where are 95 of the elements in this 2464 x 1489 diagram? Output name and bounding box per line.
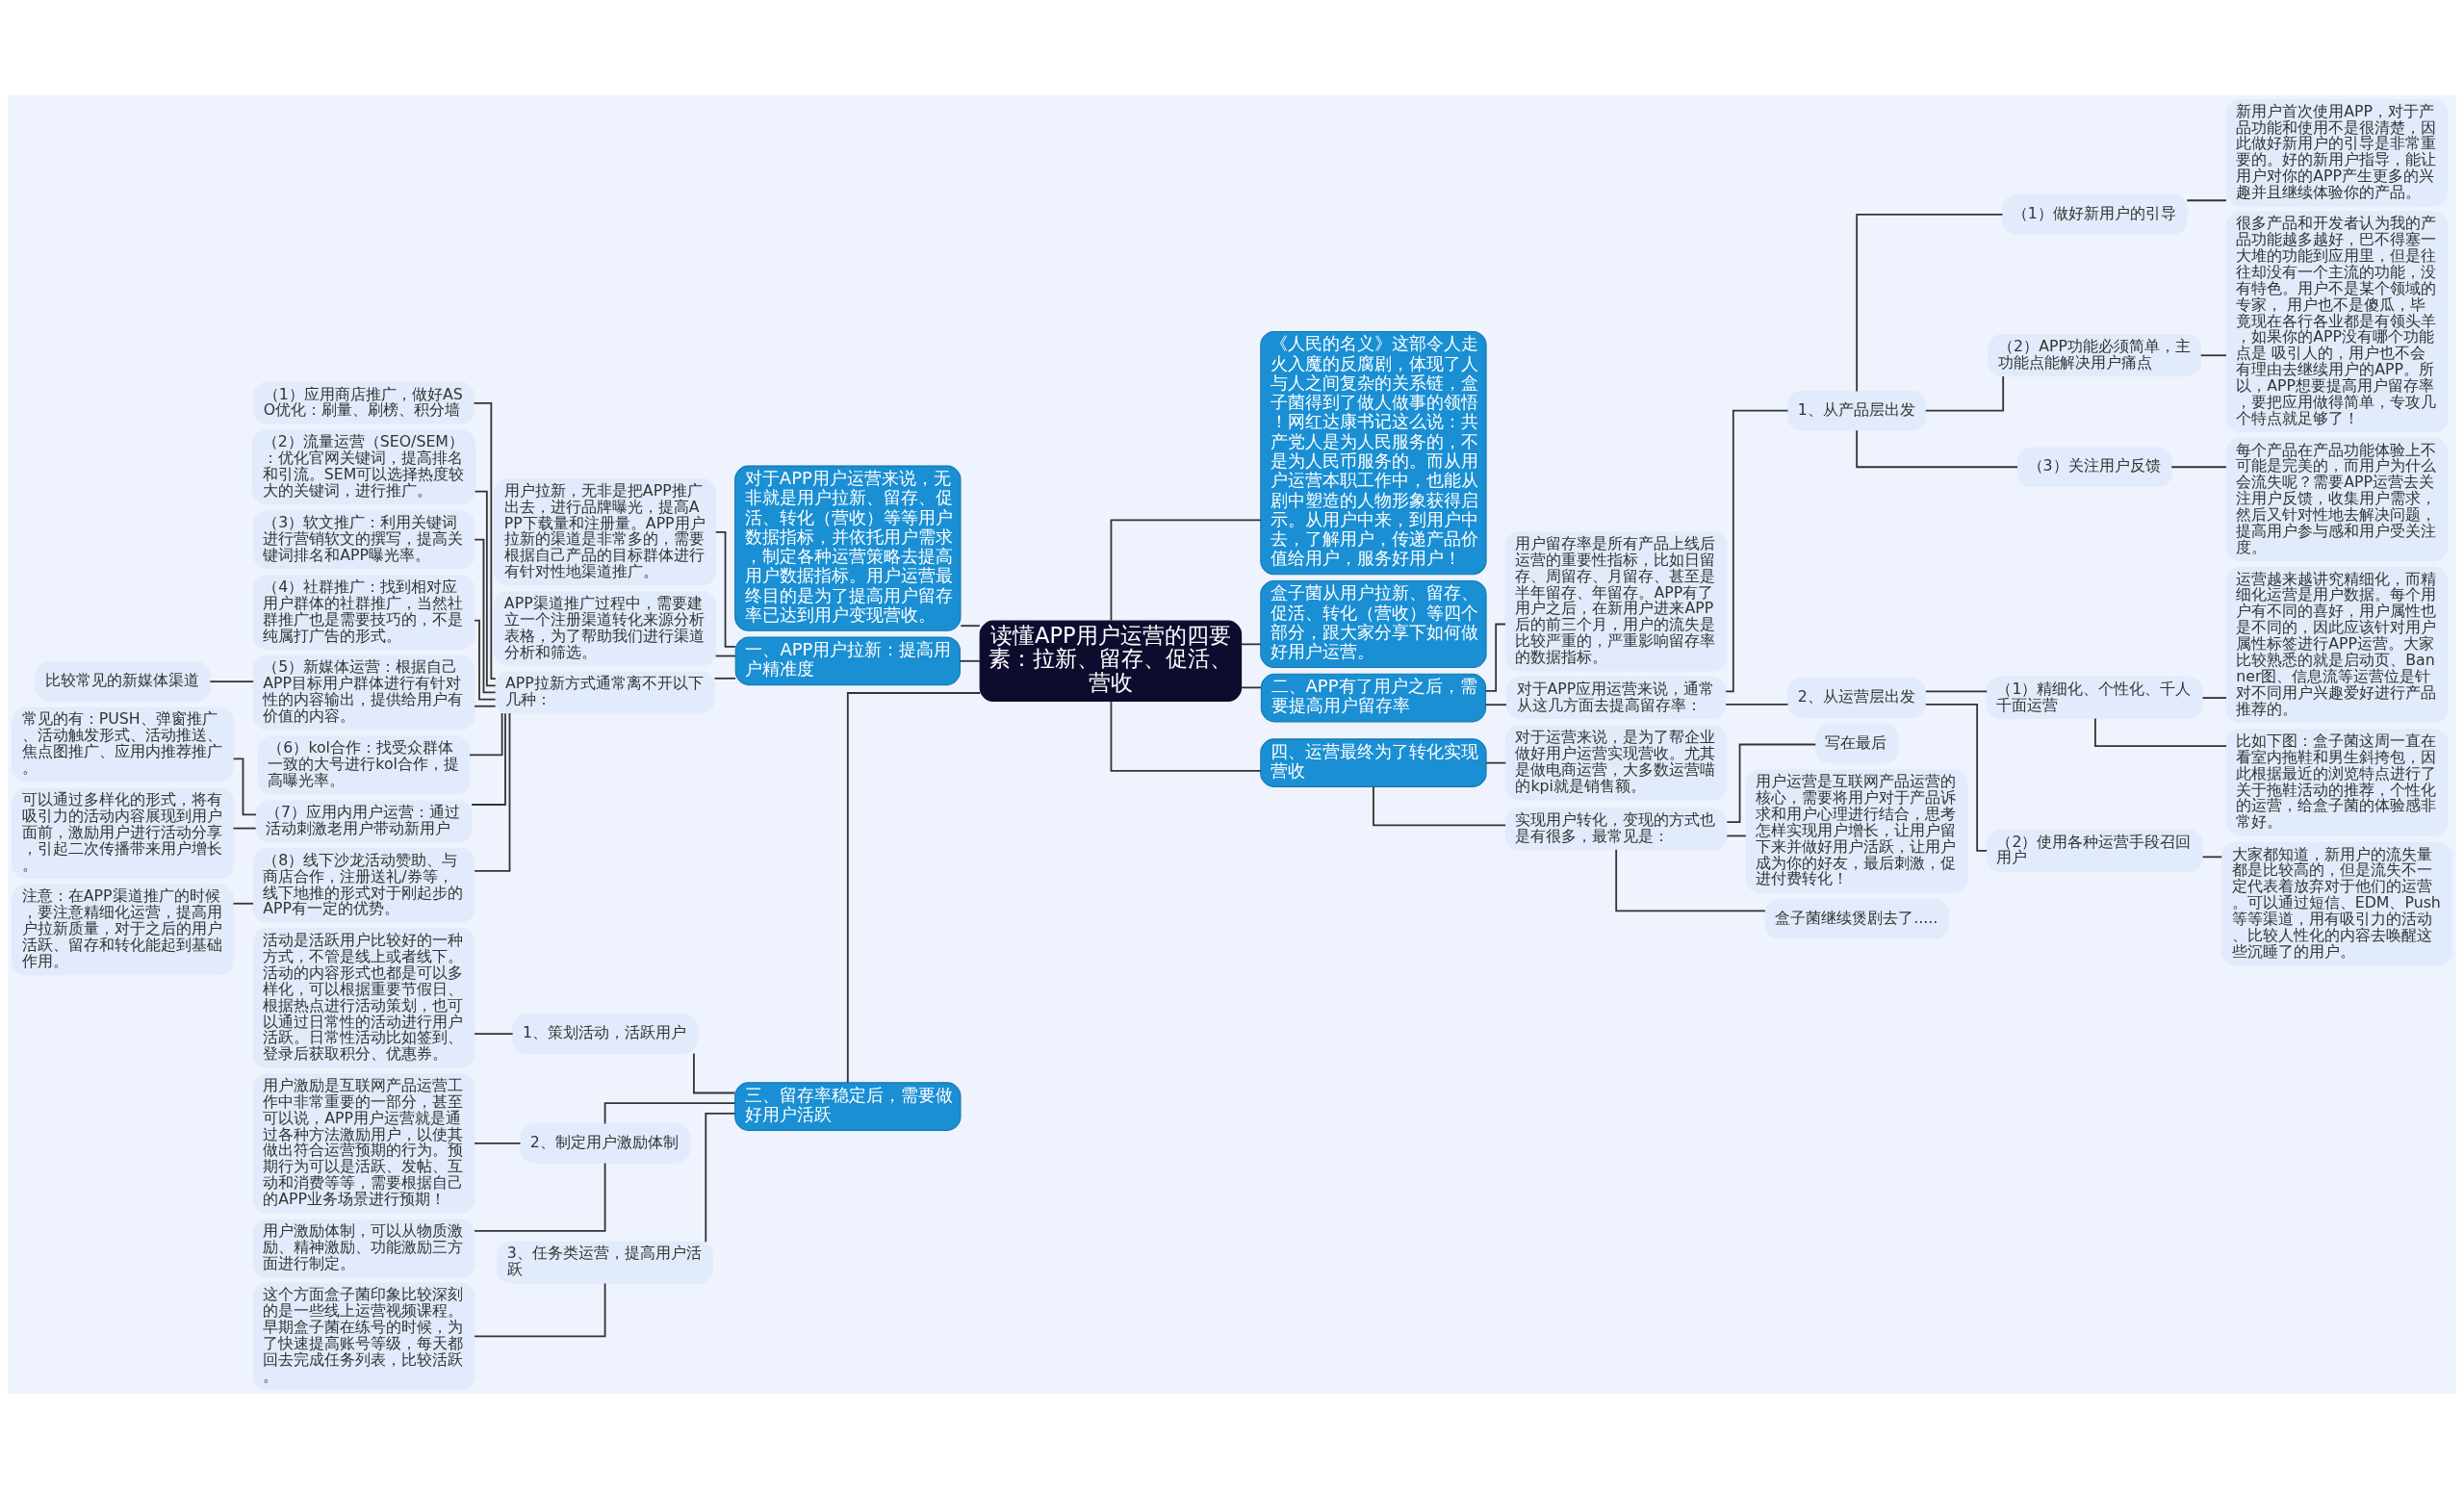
node-box: 三、留存率稳定后，需要做好用户活跃: [734, 1082, 962, 1131]
connector: [1925, 690, 1989, 693]
connector: [474, 1142, 522, 1144]
node-box: 比如下图：盒子菌这周一直在看室内拖鞋和男生斜挎包，因此根据最近的浏览特点进行了关于拖鞋活动的推荐，个性化的运营，给盒子菌的体验感非常好。: [2225, 729, 2449, 836]
node-box: 盒子菌继续煲剧去了.....: [1764, 898, 1949, 939]
connector: [474, 1033, 514, 1036]
node-box: 大家都知道，新用户的流失量都是比较高的，但是流失不一定代表着放弃对于他们的运营。可以通过短信、EDM、Push等等渠道，用有吸引力的活动、比较人性化的内容去唤醒这些沉睡了的用户。: [2221, 841, 2452, 966]
node-box: 二、APP有了用户之后，需要提高用户留存率: [1260, 673, 1487, 723]
node-box: （6）kol合作：找受众群体一致的大号进行kol合作，提高曝光率。: [257, 735, 471, 795]
connector: [474, 490, 497, 687]
connector: [603, 1102, 736, 1125]
node-box: 用户拉新，无非是把APP推广出去，进行品牌曝光，提高APP下载量和注册量。APP用户拉新的渠道是非常多的，需要根据自己产品的目标群体进行有针对性地渠道推广。: [494, 478, 716, 586]
connector: [2170, 466, 2227, 469]
connector: [846, 692, 982, 1084]
node-box: 这个方面盒子菌印象比较深刻的是一些线上运营视频课程。早期盒子菌在练号的时候，为了快速提高账号等级，每天都回去完成任务列表，比较活跃。: [252, 1282, 475, 1391]
connector: [2186, 199, 2227, 202]
node-box: 用户激励是互联网产品运营工作中非常重要的一部分，甚至可以说，APP用户运营就是通过各种方法激励用户，以使其做出符合运营预期的行为。预期行为可以是活跃、发帖、互动和消费等等，需要根据自己的APP业务场景进行预期！: [252, 1073, 475, 1214]
connector: [474, 712, 511, 872]
node-box: （7）应用内用户运营：通过活动刺激老用户带动新用户: [255, 800, 473, 843]
connector: [471, 712, 506, 806]
node-box: （4）社群推广：找到相对应用户群体的社群推广，当然社群推广也是需要技巧的，不是纯属打广告的形式。: [252, 575, 475, 650]
connector: [209, 680, 255, 683]
node-box: 1、从产品层出发: [1787, 390, 1927, 431]
node-box: 读懂APP用户运营的四要素：拉新、留存、促活、营收: [979, 620, 1243, 703]
node-box: 比较常见的新媒体渠道: [35, 661, 211, 703]
connector: [1725, 703, 1789, 706]
connector: [1110, 519, 1262, 622]
node-box: （1）做好新用户的引导: [2002, 194, 2188, 235]
connector: [1240, 686, 1262, 689]
node-box: 用户激励体制，可以从物质激励、精神激励、功能激励三方面进行制定。: [252, 1219, 475, 1278]
connector: [714, 655, 736, 657]
connector: [1856, 429, 2018, 469]
node-box: （5）新媒体运营：根据自己APP目标用户群体进行有针对性的内容输出，提供给用户有价值的内容。: [252, 655, 475, 731]
node-box: 四、运营最终为了转化实现营收: [1260, 738, 1487, 787]
connector: [1485, 761, 1507, 764]
node-box: 对于运营来说，是为了帮企业做好用户运营实现营收。尤其是做电商运营，大多数运营喵的kpi就是销售额。: [1504, 725, 1728, 801]
connector: [693, 1052, 736, 1094]
connector: [474, 1162, 606, 1232]
connector: [1110, 700, 1262, 772]
connector: [2201, 697, 2227, 699]
connector: [469, 712, 503, 757]
node-box: （3）关注用户反馈: [2016, 447, 2172, 488]
node-box: 运营越来越讲究精细化，而精细化运营是用户数据。每个用户有不同的喜好，用户属性也是不同的，因此应该针对用户属性标签进行APP运营。大家比较熟悉的就是启动页、Banner图、信息流等运营位是针对不同用户兴趣爱好进行产品推荐的。: [2225, 566, 2449, 723]
node-box: （3）软文推广：利用关键词进行营销软文的撰写，提高关键词排名和APP曝光率。: [252, 510, 475, 570]
node-box: 对于APP用户运营来说，无非就是用户拉新、留存、促活、转化（营收）等等用户数据指标，并依托用户需求，制定各种运营策略去提高用户数据指标。用户运营最终目的是为了提高用户留存率已达到用户变现营收。: [734, 465, 962, 631]
connector: [474, 619, 497, 701]
connector: [959, 659, 981, 662]
node-box: 一、APP用户拉新：提高用户精准度: [734, 636, 961, 686]
node-box: 2、制定用户激励体制: [520, 1123, 690, 1164]
node-box: （2）使用各种运营手段召回用户: [1986, 829, 2203, 872]
node-box: （1）应用商店推广，做好ASO优化：刷量、刷榜、积分墙: [253, 381, 475, 424]
connector: [1726, 743, 1817, 824]
connector: [1484, 623, 1506, 692]
connector: [473, 401, 497, 680]
connector: [960, 625, 981, 628]
node-box: APP拉新方式通常离不开以下几种：: [495, 671, 715, 714]
node-box: （2）APP功能必须简单，主功能点能解决用户痛点: [1988, 334, 2202, 377]
node-box: （2）流量运营（SEO/SEM）：优化官网关键词，提高排名和引流。SEM可以选择热度较大的关键词，进行推广。: [252, 429, 476, 505]
node-box: 写在最后: [1814, 723, 1899, 764]
node-box: （1）精细化、个性化、千人千面运营: [1986, 677, 2203, 720]
node-box: APP渠道推广过程中，需要建立一个注册渠道转化来源分析表格，为了帮助我们进行渠道分析和筛选。: [494, 591, 716, 666]
connector: [2199, 354, 2227, 357]
connector: [1240, 643, 1262, 646]
connector: [232, 902, 254, 905]
connector: [1924, 375, 2005, 412]
connector: [1484, 704, 1508, 706]
node-box: 实现用户转化，变现的方式也是有很多，最常见是：: [1504, 808, 1728, 851]
node-box: 用户留存率是所有产品上线后运营的重要性指标，比如日留存、周留存、月留存、甚至是半年留存、年留存。APP有了用户之后，在新用户进来APP后的前三个月，用户的流失是比较严重的，严重影响留存率的数据指标。: [1504, 531, 1728, 672]
connector: [705, 1113, 736, 1244]
node-box: 很多产品和开发者认为我的产品功能越多越好，巴不得塞一大堆的功能到应用里，但是往往却没有一个主流的功能，没有特色。用户不是某个领域的专家， 用户也不是傻瓜，毕竟现在各行各业都是有领头羊，如果你的APP没有哪个功能点是 吸引人的，用户也不会有理由去继续用户的APP。所以，APP想要提高用户留存率，要把应用做得简单，专攻几个特点就足够了！: [2225, 211, 2449, 433]
node-box: 活动是活跃用户比较好的一种方式，不管是线上或者线下。活动的内容形式也都是可以多样化，可以根据重要节假日、根据热点进行活动策划，也可以通过日常性的活动进行用户活跃。日常性活动比如签到、登录后获取积分、优惠券。: [252, 928, 475, 1068]
node-box: 用户运营是互联网产品运营的核心，需要将用户对于产品诉求和用户心理进行结合，思考怎样实现用户增长，让用户留下来并做好用户活跃，让用户成为你的好友，最后刺激，促进付费转化！: [1745, 769, 1968, 893]
node-box: （8）线下沙龙活动赞助、与商店合作，注册送礼/券等，线下地推的形式对于刚起步的APP有一定的优势。: [252, 848, 475, 923]
node-box: 《人民的名义》这部令人走火入魔的反腐剧，体现了人与人之间复杂的关系链，盒子菌得到了做人做事的领悟！网红达康书记这么说：共产党人是为人民服务的，不是为人民币服务的。而从用户运营本职工作中，也能从剧中塑造的人物形象获得启示。从用户中来，到用户中去，了解用户，传递产品价值给用户，服务好用户！: [1260, 330, 1487, 576]
node-box: 每个产品在产品功能体验上不可能是完美的，而用户为什么会流失呢？需要APP运营去关注用户反馈，收集用户需求，然后又针对性地去解决问题，提高用户参与感和用户受关注度。: [2225, 437, 2449, 562]
node-box: 可以通过多样化的形式，将有吸引力的活动内容展现到用户面前，激励用户进行活动分享，引起二次传播带来用户增长。: [12, 787, 234, 880]
connector: [1856, 213, 2004, 393]
node-box: 1、策划活动，活跃用户: [512, 1014, 698, 1054]
connector: [1725, 409, 1789, 693]
connector: [2201, 856, 2223, 859]
connector: [474, 1282, 606, 1338]
connector: [713, 677, 737, 680]
connector: [474, 538, 497, 694]
connector: [474, 705, 497, 707]
node-box: 注意：在APP渠道推广的时候，要注意精细化运营，提高用户拉新质量，对于之后的用户活跃、留存和转化能起到基础作用。: [12, 884, 234, 976]
connector: [1615, 848, 1766, 912]
node-box: 3、任务类运营，提高用户活跃: [496, 1241, 714, 1284]
node-box: 盒子菌从用户拉新、留存、促活、转化（营收）等四个部分，跟大家分享下如何做好用户运营。: [1260, 579, 1487, 669]
connector: [232, 827, 257, 830]
connector: [1726, 834, 1747, 837]
node-box: 对于APP应用运营来说，通常从这几方面去提高留存率：: [1505, 677, 1727, 720]
node-box: 常见的有：PUSH、弹窗推广、活动触发形式、活动推送、焦点图推广、应用内推荐推广。: [12, 706, 234, 783]
node-box: 2、从运营层出发: [1787, 678, 1927, 718]
connector: [1373, 785, 1507, 827]
node-box: 新用户首次使用APP，对于产品功能和使用不是很清楚，因此做好新用户的引导是非常重要的。好的新用户指导，能让用户对你的APP产生更多的兴趣并且继续体验你的产品。: [2225, 98, 2449, 207]
